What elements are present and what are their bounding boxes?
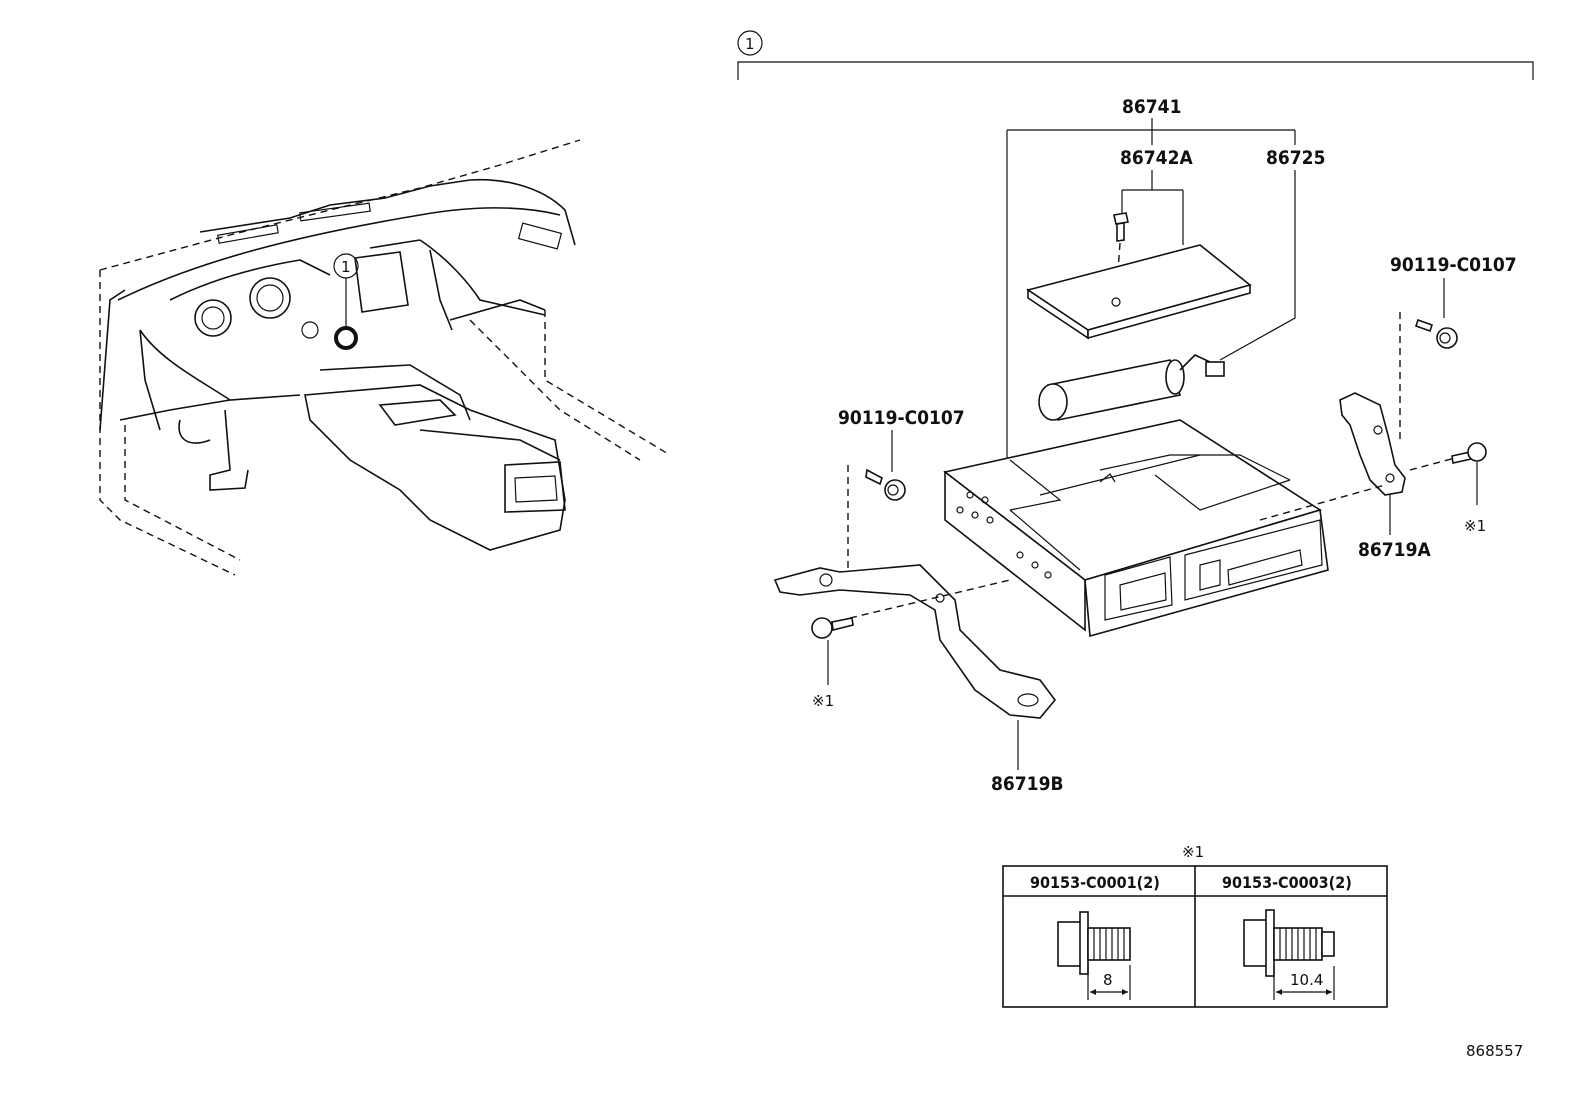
callout-number-main: 1 [745,35,755,53]
table-col1-part: 90153-C0001(2) [1030,873,1160,892]
bolt-90119-right [1414,318,1458,349]
bolt-spec-table: ※1 90153-C0001(2) 90153-C0003(2) 8 10.4 [1002,843,1388,1008]
backup-battery [1038,354,1225,421]
bolt-note-right [1451,442,1487,464]
table-col2-length: 10.4 [1290,971,1323,989]
table-col1-length: 8 [1103,971,1113,989]
label-86742a: 86742A [1120,147,1193,169]
callout-number-small: 1 [341,258,351,276]
note-mark-right: ※1 [1464,517,1486,535]
figure-id: 868557 [1466,1042,1523,1060]
battery-cover-plate [1026,244,1252,340]
label-86719a: 86719A [1358,539,1431,561]
label-90119-right: 90119-C0107 [1390,254,1517,276]
bracket-86719b [773,564,1057,719]
callout-circle-small [333,253,359,279]
bracket-86719a [1339,392,1406,496]
table-note-mark: ※1 [1182,843,1204,861]
note-mark-left: ※1 [812,692,834,710]
bolt-90119-left [865,468,906,501]
cover-screw [1113,212,1129,242]
bolt-90153-c0003-drawing [1243,909,1335,1000]
table-col2-part: 90153-C0003(2) [1222,873,1352,892]
bolt-note-left [811,617,854,639]
assembly-bracket-line [737,61,1534,80]
label-86725: 86725 [1266,147,1325,169]
label-86741: 86741 [1122,96,1181,118]
main-unit-box [943,419,1329,638]
label-86719b: 86719B [991,773,1064,795]
label-90119-left: 90119-C0107 [838,407,965,429]
bolt-90153-c0001-drawing [1057,911,1131,1000]
callout-circle-main [737,30,763,56]
location-marker [334,326,358,350]
dashboard-overview-illustration: 1 [99,139,671,576]
